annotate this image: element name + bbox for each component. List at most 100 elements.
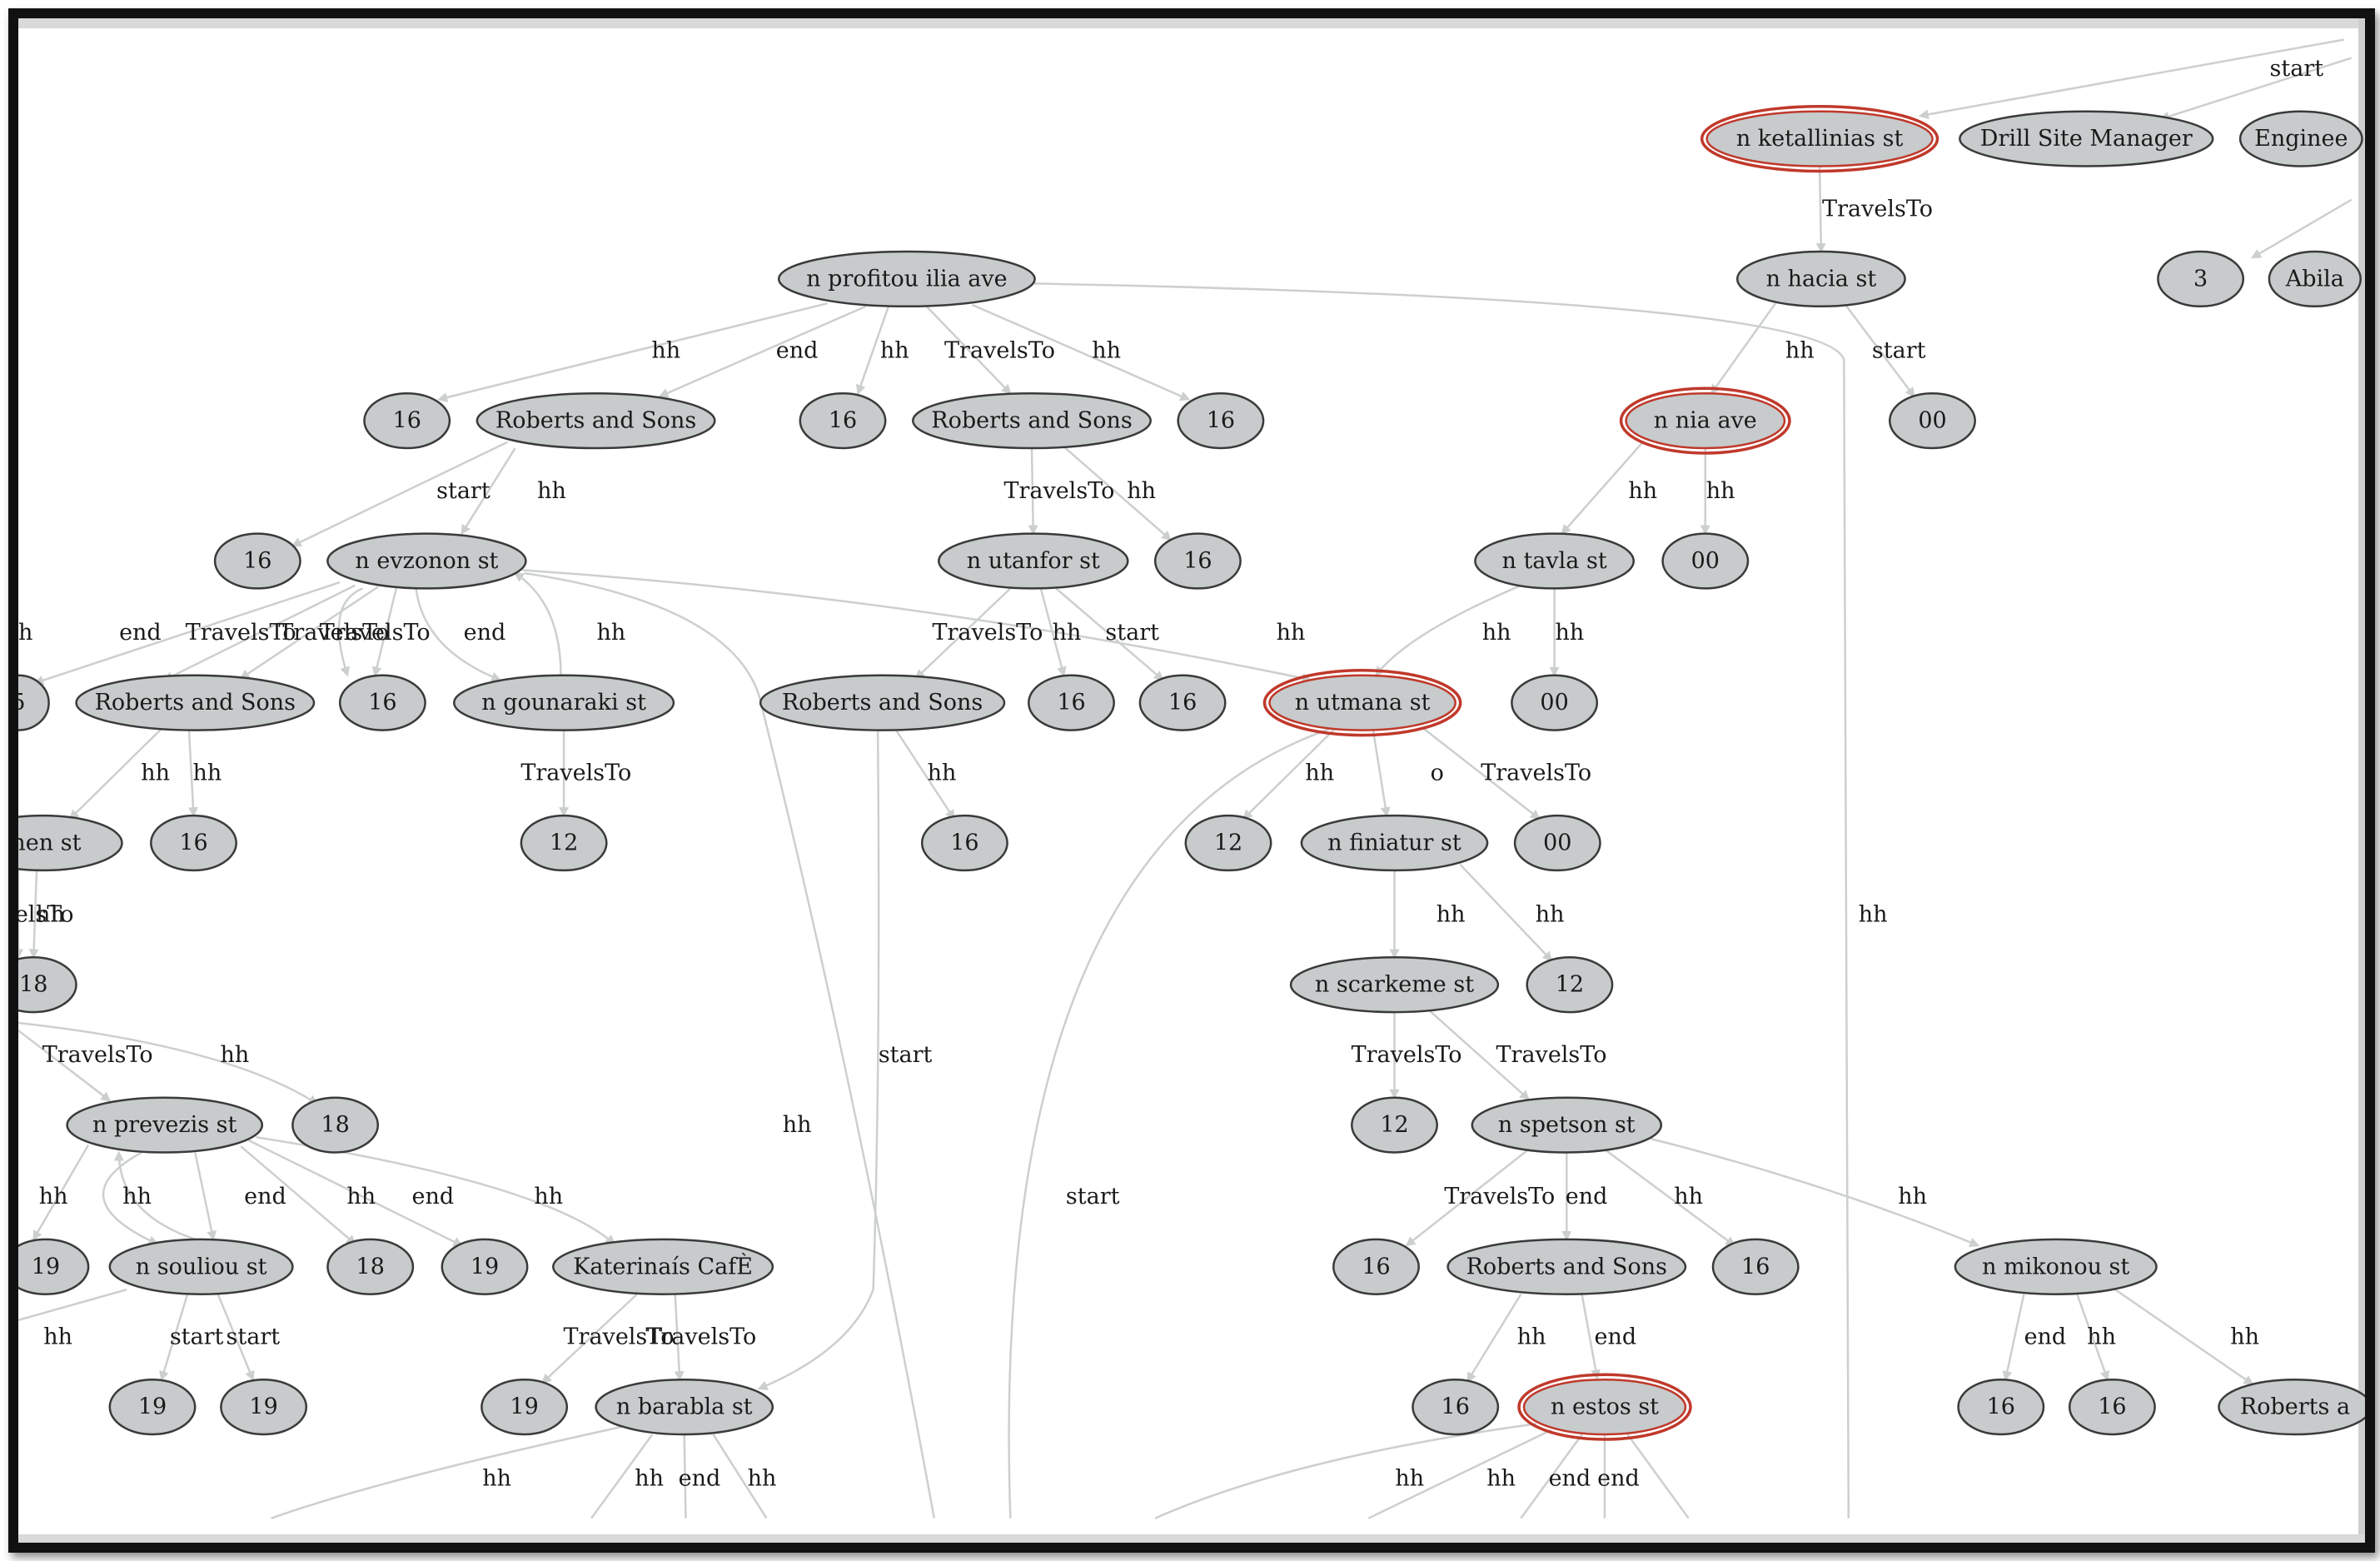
edge-label: hh	[783, 1112, 812, 1138]
graph-node[interactable]: n barabla st	[595, 1378, 774, 1436]
edge-hh	[247, 1139, 464, 1247]
graph-viewport[interactable]: startTravelsTohhendhhendhhTravelsTohhhhs…	[8, 8, 2375, 1553]
graph-node[interactable]: 16	[1711, 1238, 1800, 1295]
graph-node[interactable]: 16	[1957, 1378, 2045, 1436]
graph-node[interactable]: 16	[363, 391, 451, 450]
edge-hh	[683, 1434, 687, 1519]
node-label: n utmana st	[1295, 690, 1431, 716]
edge-label: TravelsTo	[42, 1042, 153, 1068]
graph-node[interactable]: n estos st	[1517, 1373, 1692, 1441]
graph-node[interactable]: n prevezis st	[66, 1096, 264, 1154]
edge-hh	[1008, 727, 1332, 1519]
graph-node[interactable]: n nia ave	[1619, 387, 1791, 455]
edge-hh	[1428, 1010, 1530, 1100]
edge-label: TravelsTo	[186, 620, 296, 646]
graph-node[interactable]: Roberts a	[2218, 1378, 2366, 1436]
edge-hh	[18, 1021, 319, 1105]
right-scrollbar[interactable]	[2358, 18, 2365, 1543]
graph-node[interactable]: 16	[213, 532, 301, 590]
graph-node[interactable]: 18	[326, 1238, 415, 1295]
graph-node[interactable]: Roberts and Sons	[912, 391, 1152, 450]
edge-label: end	[464, 620, 506, 646]
edge-hh	[271, 1425, 622, 1519]
node-label: 16	[1987, 1394, 2015, 1420]
graph-node[interactable]: 16	[1412, 1378, 1500, 1436]
node-shape	[1446, 1238, 1687, 1295]
graph-node[interactable]: 16	[1153, 532, 1242, 590]
edge-label: hh	[1706, 478, 1735, 504]
node-shape	[1351, 1096, 1438, 1154]
graph-node[interactable]: 18	[291, 1096, 380, 1154]
edge-hh	[291, 441, 508, 547]
edge-label: hh	[1395, 1466, 1424, 1492]
graph-node[interactable]: 16	[1332, 1238, 1420, 1295]
graph-node[interactable]: Drill Site Manager	[1959, 110, 2214, 167]
graph-node[interactable]: 12	[520, 814, 608, 872]
edge-line	[2251, 198, 2353, 259]
graph-node[interactable]: n ketallinias st	[1700, 104, 1939, 173]
graph-node[interactable]: 3	[2157, 250, 2245, 308]
graph-node[interactable]: Enginee	[2238, 110, 2363, 167]
node-label: Roberts and Sons	[495, 408, 696, 434]
graph-node[interactable]: 16	[338, 674, 426, 731]
graph-node[interactable]: 16	[1177, 391, 1265, 450]
edge-hh	[1466, 1294, 1522, 1383]
graph-node[interactable]: n finiatur st	[1300, 814, 1489, 872]
node-shape	[1153, 532, 1242, 590]
node-shape	[476, 391, 716, 450]
graph-node[interactable]: 5	[18, 674, 50, 731]
graph-node[interactable]: Katerinaís CafÈ	[552, 1238, 774, 1295]
graph-node[interactable]: n souliou st	[108, 1238, 294, 1295]
node-shape	[480, 1378, 569, 1436]
graph-node[interactable]: 12	[1526, 956, 1614, 1014]
node-label: 16	[1362, 1254, 1390, 1279]
edge-label: start	[1872, 337, 1926, 363]
graph-node[interactable]: 16	[1138, 674, 1227, 731]
graph-node[interactable]: 16	[920, 814, 1008, 872]
node-shape	[2157, 250, 2245, 308]
graph-node[interactable]: n profitou ilia ave	[777, 250, 1036, 308]
graph-node[interactable]: n hacia st	[1735, 250, 1906, 308]
top-scrollbar[interactable]	[18, 18, 2365, 28]
graph-node[interactable]: Roberts and Sons	[1446, 1238, 1687, 1295]
graph-node[interactable]: 16	[2068, 1378, 2156, 1436]
graph-node[interactable]: Roberts and Sons	[476, 391, 716, 450]
graph-node[interactable]: 19	[220, 1378, 308, 1436]
graph-node[interactable]: n mikonou st	[1954, 1238, 2158, 1295]
graph-node[interactable]: n tavla st	[1474, 532, 1636, 590]
graph-node[interactable]: n utanfor st	[938, 532, 1129, 590]
bottom-scrollbar[interactable]	[18, 1534, 2365, 1543]
edge-hh	[972, 303, 1191, 401]
graph-node[interactable]: 00	[1889, 391, 1976, 450]
edge-hh	[194, 1152, 217, 1241]
graph-node[interactable]: 12	[1184, 814, 1272, 872]
graph-node[interactable]: 12	[1351, 1096, 1438, 1154]
graph-node[interactable]: Roberts and Sons	[75, 674, 316, 731]
graph-node[interactable]: 19	[18, 1238, 90, 1295]
graph-node[interactable]: 18	[18, 956, 77, 1014]
graph-node[interactable]: n evzonon st	[326, 532, 527, 590]
node-shape	[799, 391, 887, 450]
graph-node[interactable]: 19	[441, 1238, 529, 1295]
graph-node[interactable]: Roberts and Sons	[759, 674, 1006, 731]
edge-hh	[437, 302, 828, 402]
graph-node[interactable]: men st	[18, 814, 123, 872]
graph-node[interactable]: n utmana st	[1262, 669, 1462, 737]
graph-node[interactable]: 00	[1511, 674, 1599, 731]
node-shape	[363, 391, 451, 450]
edge-label: TravelsTo	[1496, 1042, 1607, 1068]
graph-node[interactable]: n scarkeme st	[1289, 956, 1500, 1014]
graph-node[interactable]: n spetson st	[1471, 1096, 1663, 1154]
graph-node[interactable]: 00	[1661, 532, 1750, 590]
graph-node[interactable]: 19	[480, 1378, 569, 1436]
graph-node[interactable]: 19	[108, 1378, 197, 1436]
edge-label: hh	[1556, 620, 1585, 646]
node-label: Roberts and Sons	[931, 408, 1132, 434]
edge-label: end	[679, 1466, 721, 1492]
graph-node[interactable]: 00	[1513, 814, 1601, 872]
graph-node[interactable]: n gounaraki st	[453, 674, 675, 731]
graph-node[interactable]: 16	[799, 391, 887, 450]
graph-node[interactable]: Abila	[2268, 250, 2362, 308]
graph-node[interactable]: 16	[1028, 674, 1115, 731]
graph-node[interactable]: 16	[150, 814, 237, 872]
